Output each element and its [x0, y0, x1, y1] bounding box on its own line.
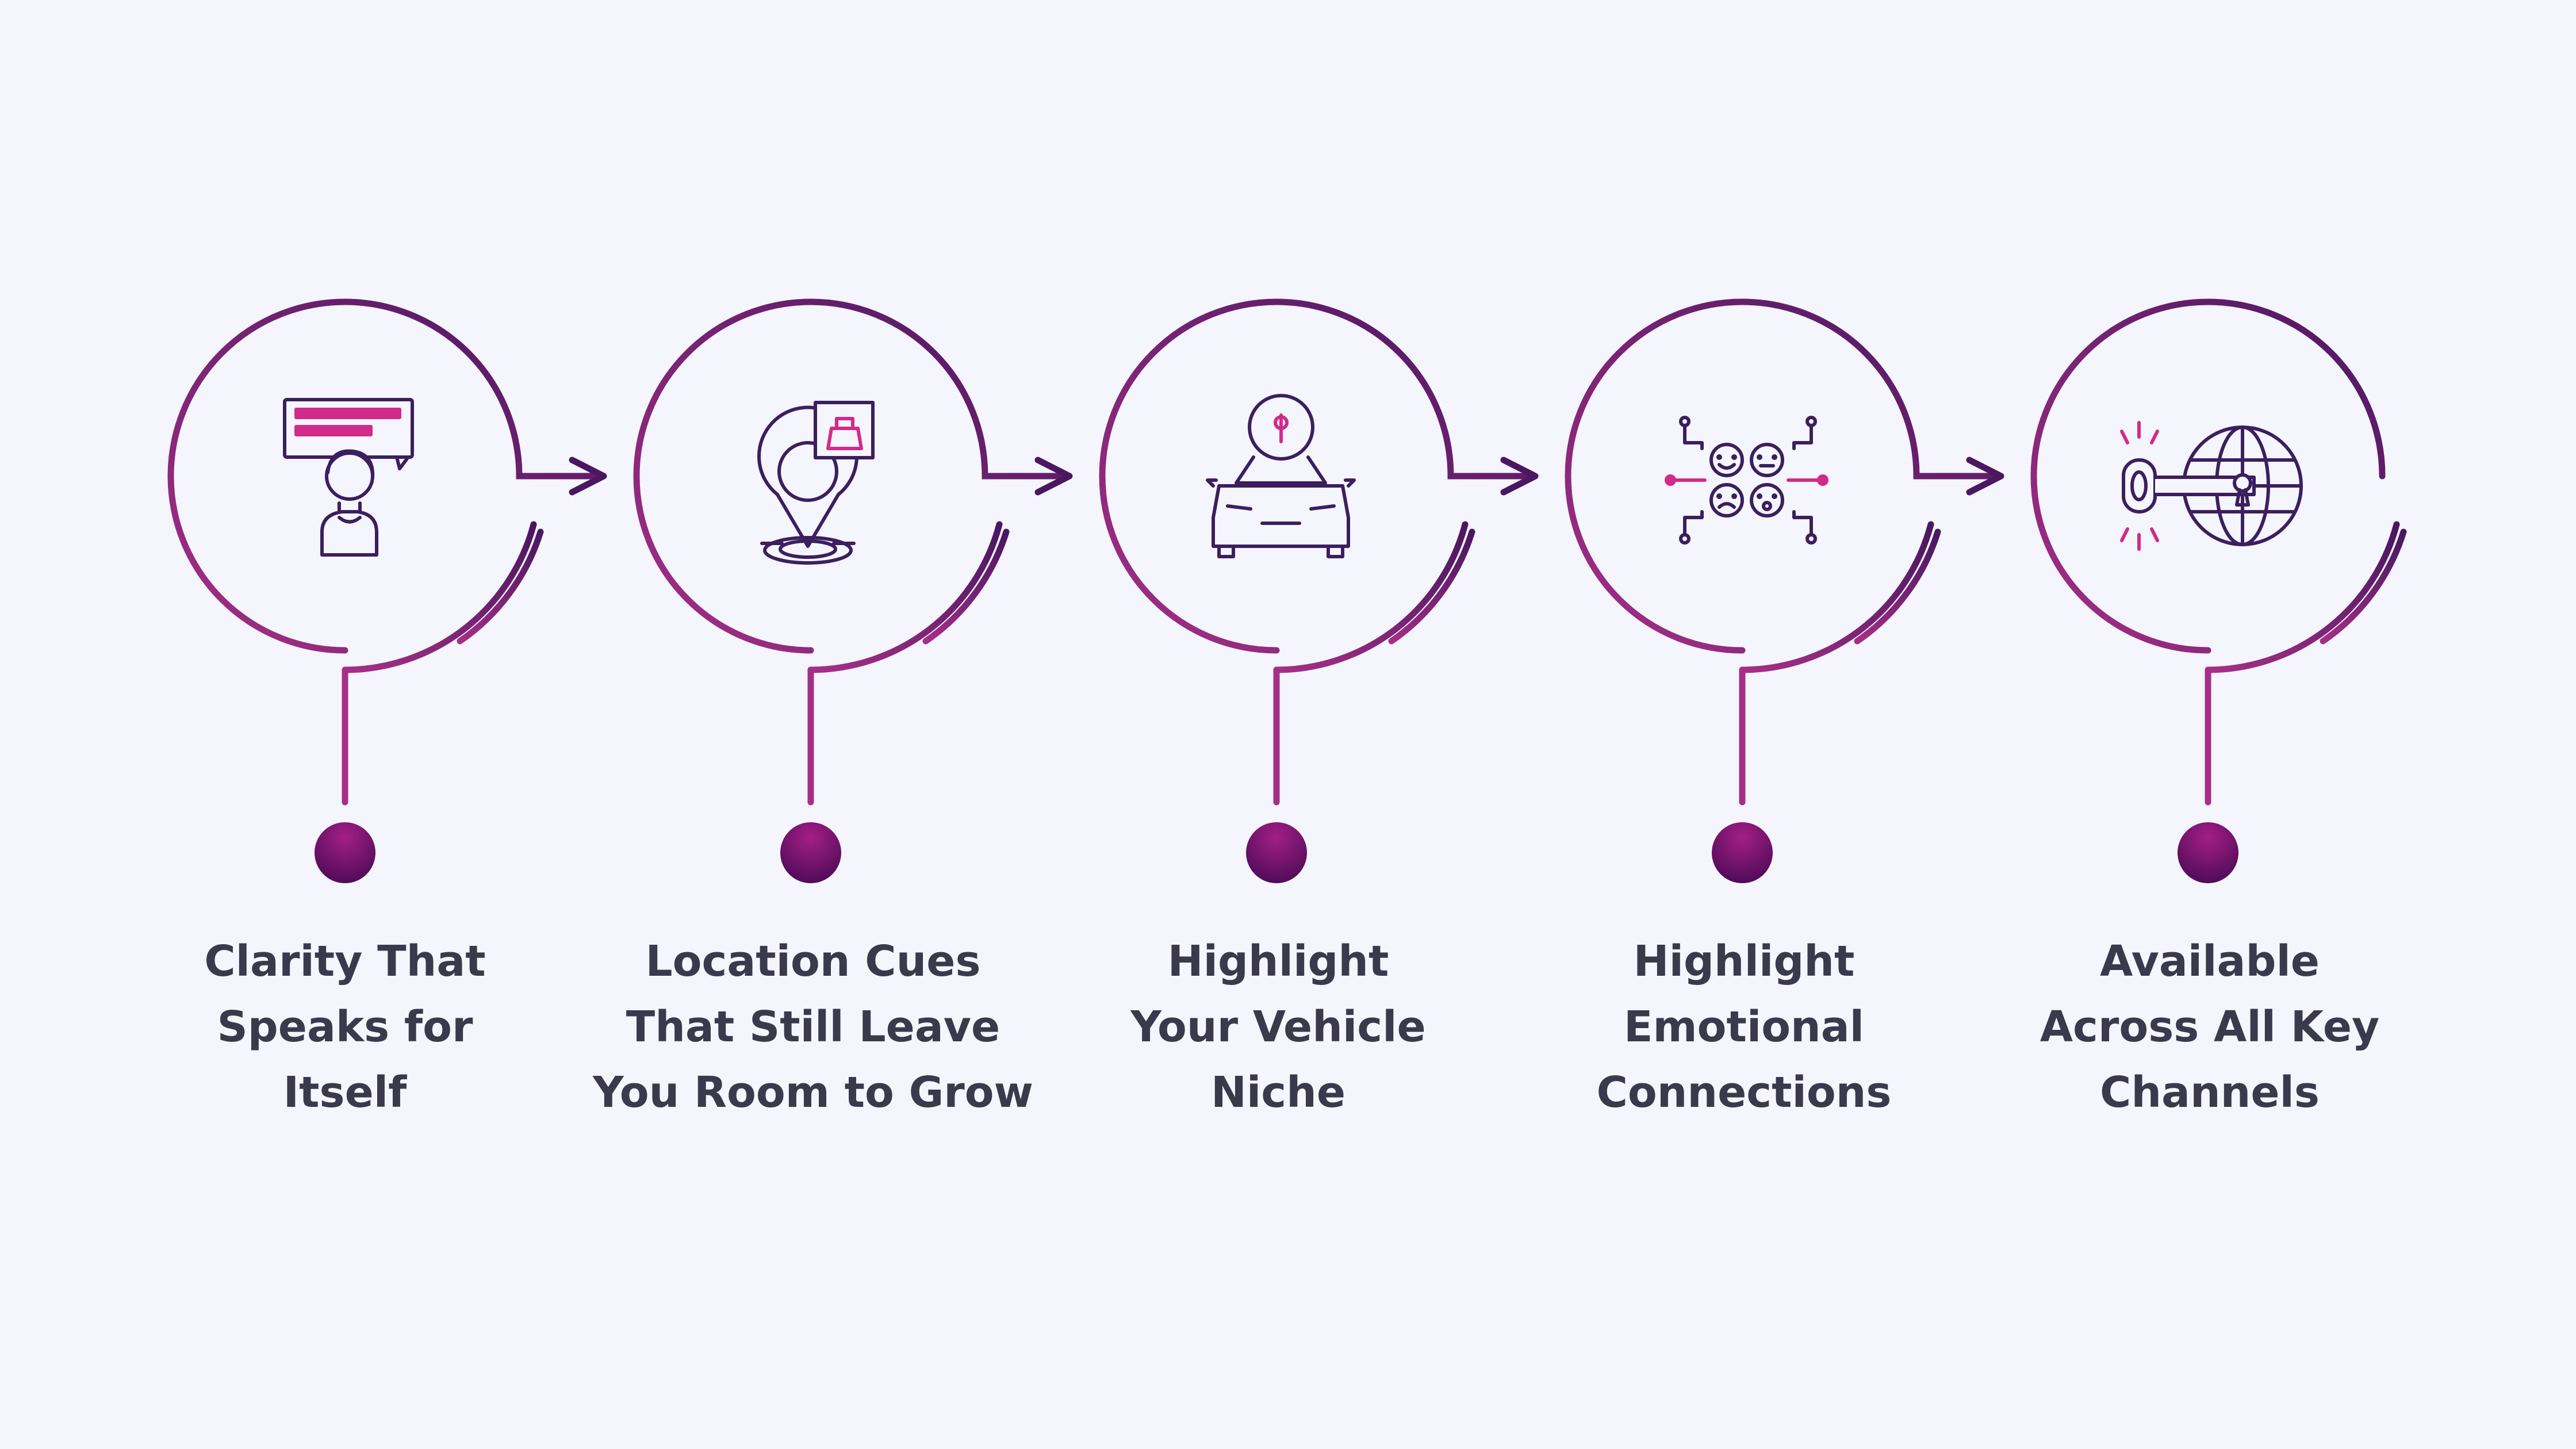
ring [633, 298, 1068, 654]
ring [167, 298, 603, 654]
emotion-faces-icon [1665, 416, 1828, 545]
step-4-label-line-2: Emotional [1623, 1002, 1865, 1052]
step-2-label-line-1: Location Cues [645, 937, 981, 986]
step-5-label: Available Across All Key Channels [1962, 929, 2457, 1125]
arrow-head [1500, 457, 1539, 496]
step-2-label-line-2: That Still Leave [626, 1002, 1000, 1052]
outer-arc [2205, 521, 2400, 673]
dot [2178, 822, 2238, 883]
person-speech-icon [283, 398, 414, 557]
arrow-head [569, 457, 607, 496]
outer-arc-2 [457, 528, 544, 645]
ring [1099, 298, 1534, 654]
step-2-label: Location Cues That Still Leave You Room … [566, 929, 1060, 1125]
dot [315, 822, 375, 883]
step-4-label-line-3: Connections [1596, 1068, 1892, 1117]
outer-arc [1273, 521, 1469, 673]
outer-arc-2 [2320, 528, 2407, 645]
step-3-label-line-3: Niche [1210, 1068, 1346, 1117]
arrow-head [1966, 457, 2004, 496]
arrow-head [1034, 457, 1073, 496]
step-3-label: Highlight Your Vehicle Niche [1031, 929, 1525, 1125]
ring [1565, 298, 2000, 654]
step-4-label: Highlight Emotional Connections [1497, 929, 1991, 1125]
key-globe-icon [2120, 421, 2303, 551]
step-1-label-line-3: Itself [283, 1068, 407, 1117]
car-idea-icon [1206, 394, 1356, 558]
step-4 [1565, 298, 2004, 883]
step-1 [167, 298, 607, 883]
dot [1712, 822, 1773, 883]
outer-arc [342, 521, 537, 673]
step-5-label-line-3: Channels [2100, 1068, 2320, 1117]
step-2 [633, 298, 1073, 883]
step-5-label-line-2: Across All Key [2040, 1002, 2380, 1052]
step-1-label-line-1: Clarity That [204, 937, 486, 986]
dot [1246, 822, 1307, 883]
step-3-label-line-1: Highlight [1167, 937, 1389, 986]
outer-arc [807, 521, 1003, 673]
ring [2030, 298, 2386, 654]
outer-arc-2 [1388, 528, 1475, 645]
step-3 [1099, 298, 1539, 883]
location-pin-icon [757, 401, 875, 565]
outer-arc-2 [922, 528, 1010, 645]
step-1-label: Clarity That Speaks for Itself [98, 929, 592, 1125]
outer-arc [1739, 521, 1934, 673]
step-5-label-line-1: Available [2100, 937, 2320, 986]
step-4-label-line-1: Highlight [1633, 937, 1855, 986]
outer-arc-2 [1854, 528, 1941, 645]
step-5 [2030, 298, 2407, 883]
step-1-label-line-2: Speaks for [217, 1002, 473, 1052]
step-2-label-line-3: You Room to Grow [592, 1068, 1033, 1117]
dot [780, 822, 841, 883]
step-3-label-line-2: Your Vehicle [1130, 1002, 1426, 1052]
